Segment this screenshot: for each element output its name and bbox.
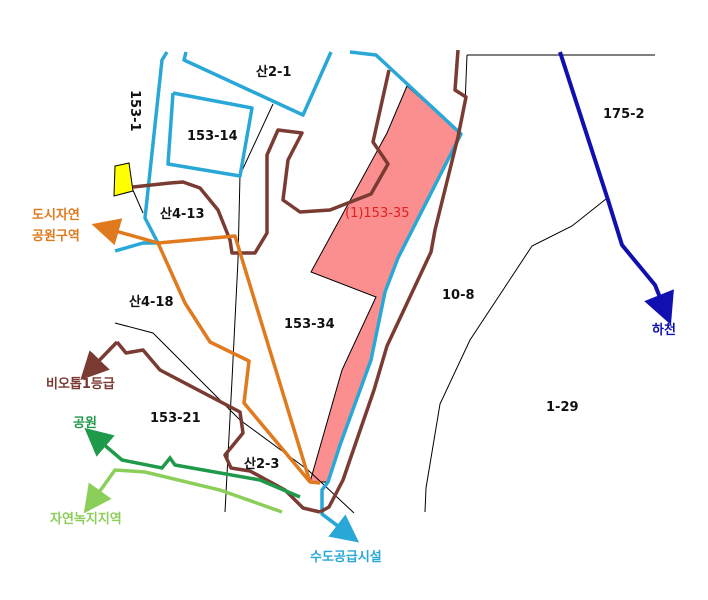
legend-label-biotope: 비오톱1등급 xyxy=(46,376,115,392)
parcel-label-10-8: 10-8 xyxy=(442,288,475,303)
natural-green-line xyxy=(83,468,283,514)
parcel-label-153-14: 153-14 xyxy=(187,129,238,144)
boundary-line xyxy=(424,198,607,513)
biotope-arrow xyxy=(80,340,119,381)
parcel-label-175-2: 175-2 xyxy=(603,107,645,122)
urban-park-lines xyxy=(156,234,321,485)
target-parcel-153-35[interactable] xyxy=(309,85,462,483)
boundary-line xyxy=(224,103,274,513)
legend-label-park: 공원 xyxy=(73,416,97,431)
parcel-label-san4-18: 산4-18 xyxy=(129,294,174,310)
urban-park-arrow xyxy=(91,218,159,246)
parcel-label-153-1: 153-1 xyxy=(127,90,142,132)
legend-label-water-supply: 수도공급시설 xyxy=(310,550,382,565)
parcel-label-153-34: 153-34 xyxy=(284,317,335,332)
parcel-label-san4-13: 산4-13 xyxy=(160,206,205,222)
parcel-label-153-35: (1)153-35 xyxy=(345,206,409,221)
parcel-label-1-29: 1-29 xyxy=(546,400,579,415)
boundary-line xyxy=(131,187,144,214)
park-line xyxy=(84,427,301,499)
legend-label-urban-park-2: 공원구역 xyxy=(32,228,80,244)
river-line xyxy=(558,51,674,325)
parcel-label-153-21: 153-21 xyxy=(150,411,201,426)
legend-label-natural-green: 자연녹지지역 xyxy=(50,511,122,527)
legend-label-urban-park-1: 도시자연 xyxy=(32,208,80,223)
legend-label-river: 하천 xyxy=(652,322,676,338)
parcel-label-san2-3: 산2-3 xyxy=(244,456,279,472)
parcel-label-san2-1: 산2-1 xyxy=(256,64,291,80)
water-supply-arrow xyxy=(320,512,360,543)
yellow-marker xyxy=(113,162,134,197)
